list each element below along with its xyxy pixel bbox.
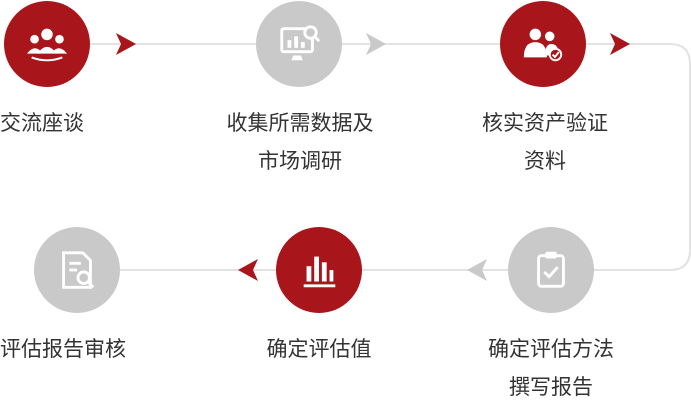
step-6-circle [34,227,120,313]
step-4-label: 确定评估方法 撰写报告 [488,337,614,399]
arrow-right-icon [116,33,136,55]
group-discussion-icon [26,28,68,62]
step-5-label: 确定评估值 [266,337,372,361]
connector-line [88,43,691,271]
bar-chart-icon [303,256,336,288]
arrow-left-icon [238,259,258,281]
arrow-left-icon [467,259,487,281]
step-6-label: 评估报告审核 [0,337,126,361]
step-1-label: 交流座谈 [0,111,84,135]
step-4-circle [508,227,594,313]
step-2-circle [256,1,342,87]
step-1-circle [4,1,90,87]
step-3-circle [500,1,586,87]
arrow-right-icon [610,33,630,55]
arrow-right-icon [366,33,386,55]
clipboard-check-icon [537,251,565,288]
data-analysis-icon [280,25,321,61]
step-5-circle [276,227,362,313]
verify-person-icon [523,28,563,62]
step-2-label: 收集所需数据及 市场调研 [226,111,374,173]
step-3-label: 核实资产验证 资料 [482,111,608,173]
report-review-icon [62,251,95,289]
